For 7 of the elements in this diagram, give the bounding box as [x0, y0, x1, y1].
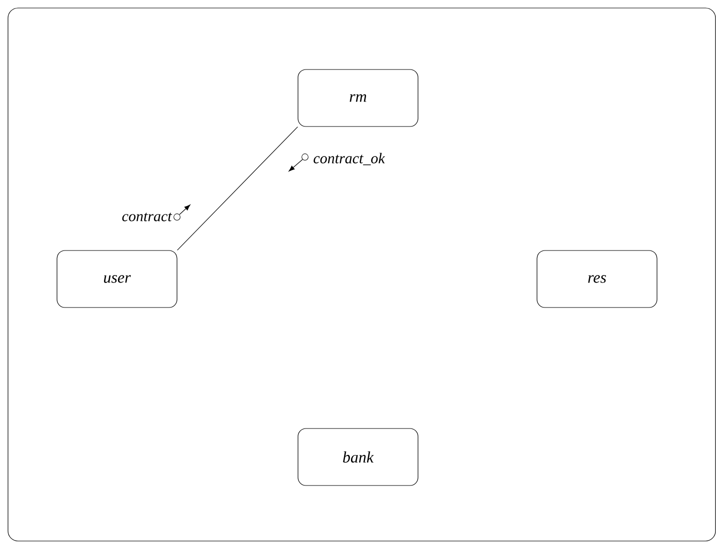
object-box: rm: [298, 69, 418, 127]
message-label: contract_ok: [314, 152, 386, 166]
object-box: res: [536, 250, 658, 308]
connector-line: [177, 126, 298, 250]
message-label: contract: [122, 212, 172, 222]
object-box: bank: [298, 428, 418, 486]
object-box: user: [56, 250, 178, 308]
